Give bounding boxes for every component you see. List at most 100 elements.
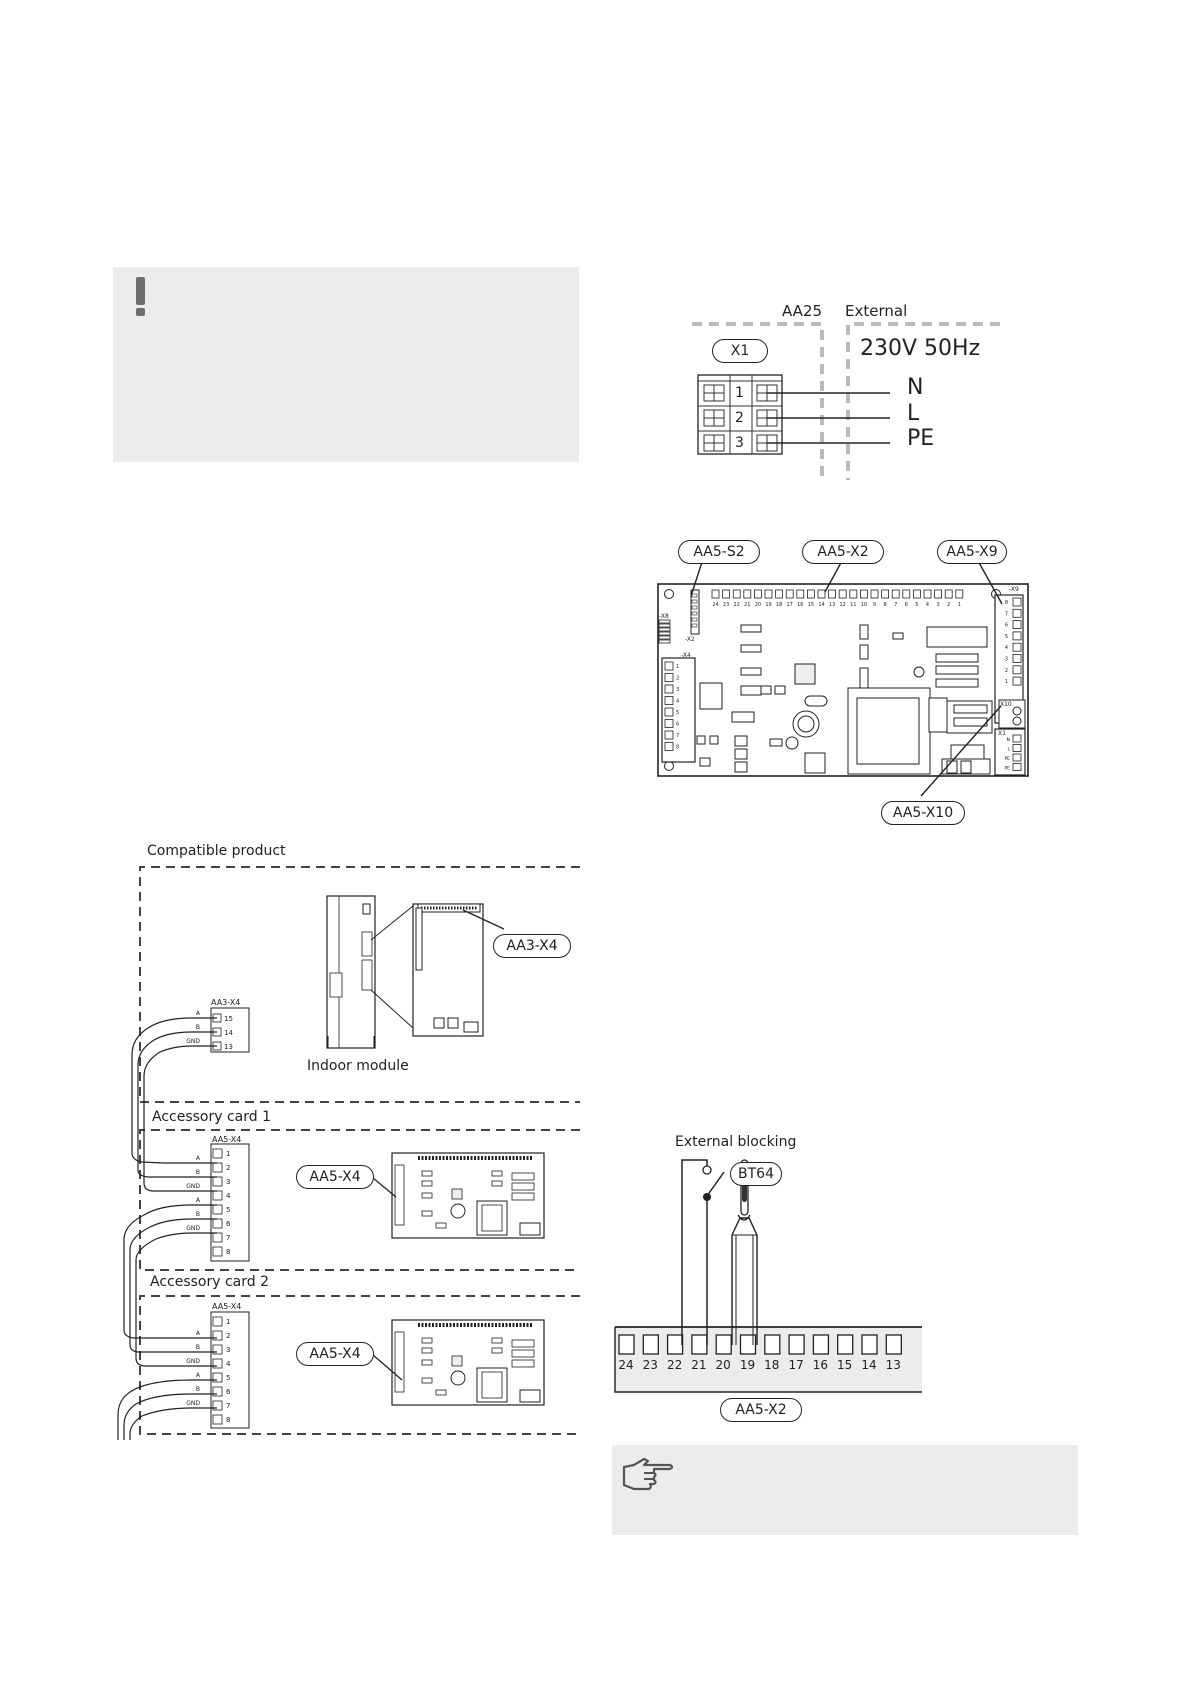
x1-pin-label: N	[1007, 737, 1010, 743]
x9-pin-label: 2	[1005, 668, 1008, 674]
x2-bottom-terminal	[715, 1334, 732, 1355]
signal-label: A	[196, 1010, 201, 1017]
x2-terminal	[902, 589, 911, 599]
s2-switch	[691, 593, 698, 598]
accessory-card-1-label: Accessory card 1	[152, 1109, 272, 1125]
x2-bottom-pin-label: 18	[764, 1358, 779, 1372]
bt64-callout: BT64	[730, 1162, 782, 1186]
s2-switch	[691, 617, 698, 622]
x2-pin-label: 9	[873, 602, 876, 608]
x9-pin-label: 4	[1005, 645, 1008, 651]
signal-label: B	[196, 1169, 200, 1176]
aa5-x2-bottom-callout: AA5-X2	[720, 1398, 802, 1422]
x2-pin-label: 17	[787, 602, 793, 608]
header-x10: X10	[1000, 701, 1012, 708]
x2-pin-label: 23	[723, 602, 729, 608]
x2-bottom-terminal	[885, 1334, 902, 1355]
aa5-x4-small-label-1: AA5-X4	[212, 1135, 242, 1144]
aa5-x4-terminal	[212, 1162, 223, 1173]
x2-terminal	[785, 589, 794, 599]
x2-pin-label: 13	[829, 602, 835, 608]
x2-terminal	[722, 589, 730, 599]
x8-pin	[658, 627, 671, 632]
aa5-pin-label: 6	[226, 1220, 231, 1228]
x8-pin	[658, 635, 671, 640]
s2-switch	[691, 599, 698, 604]
x1-pin-label: PE	[1004, 756, 1010, 762]
aa3-pin-label: 14	[224, 1029, 233, 1037]
x2-terminal	[838, 589, 847, 599]
x9-pin-label: 8	[1005, 600, 1008, 606]
x2-terminal	[817, 589, 826, 599]
aa5-x4-callout-2: AA5-X4	[296, 1342, 374, 1366]
x4-terminal	[664, 673, 674, 682]
x2-bottom-pin-label: 20	[716, 1358, 731, 1372]
x4-terminal	[664, 696, 674, 705]
x9-terminal	[1012, 631, 1022, 641]
header-x2: -X2	[685, 636, 695, 643]
x2-bottom-terminal	[812, 1334, 830, 1355]
aa5-pin-label: 2	[226, 1164, 230, 1172]
x2-terminal	[870, 589, 879, 599]
aa5-x2-callout: AA5-X2	[802, 540, 884, 564]
s2-switch	[691, 605, 698, 610]
x4-pin-label: 8	[676, 745, 679, 751]
x2-terminal	[764, 589, 773, 599]
x2-terminal	[912, 589, 921, 599]
x2-terminal	[881, 589, 890, 599]
x4-pin-label: 1	[676, 664, 679, 670]
aa5-x4-callout-1: AA5-X4	[296, 1165, 374, 1189]
pointing-hand-icon	[622, 1457, 674, 1491]
signal-label: GND	[186, 1358, 200, 1365]
x2-terminal	[711, 589, 720, 599]
x2-pin-label: 18	[776, 602, 782, 608]
x2-pin-label: 15	[808, 602, 814, 608]
aa5-x4-terminal	[212, 1218, 223, 1229]
x4-pin-label: 6	[676, 722, 679, 728]
x9-pin-label: 5	[1005, 634, 1008, 640]
x2-bottom-terminal	[618, 1334, 635, 1355]
x2-bottom-pin-label: 14	[861, 1358, 876, 1372]
x2-terminal	[775, 589, 783, 599]
aa5-x4-terminal	[212, 1246, 223, 1257]
x9-pin-label: 1	[1005, 679, 1008, 685]
x2-bottom-terminal	[788, 1334, 805, 1355]
x2-terminal	[944, 589, 953, 599]
x4-terminal	[664, 742, 674, 751]
signal-label: A	[196, 1330, 201, 1337]
aa5-pin-label: 4	[226, 1360, 231, 1368]
x2-bottom-terminal	[739, 1334, 757, 1355]
x2-terminal	[732, 589, 741, 599]
aa5-x4-terminal	[212, 1232, 223, 1243]
x9-pin-label: 7	[1005, 611, 1008, 617]
external-label: External	[845, 302, 908, 320]
x2-pin-label: 12	[840, 602, 846, 608]
x2-bottom-pin-label: 15	[837, 1358, 852, 1372]
x1-pin-label: PE	[1004, 766, 1010, 772]
indoor-module-label: Indoor module	[307, 1058, 409, 1074]
aa5-x4-terminal	[212, 1316, 223, 1327]
x2-bottom-pin-label: 23	[643, 1358, 658, 1372]
compatible-product-label: Compatible product	[147, 843, 286, 859]
x4-pin-label: 2	[676, 676, 679, 682]
x2-terminal	[796, 589, 805, 599]
x2-bottom-pin-label: 17	[788, 1358, 803, 1372]
x9-terminal	[1012, 597, 1022, 607]
x8-pin	[658, 623, 671, 628]
x2-pin-label: 21	[744, 602, 750, 608]
s2-switch	[691, 623, 698, 628]
x2-terminal	[806, 589, 815, 599]
x2-pin-label: 20	[755, 602, 761, 608]
x2-pin-label: 3	[937, 602, 940, 608]
x2-pin-label: 22	[734, 602, 740, 608]
x4-pin-label: 7	[676, 733, 679, 739]
aa5-x4-terminal	[212, 1176, 223, 1187]
signal-label: A	[196, 1372, 201, 1379]
x4-pin-label: 4	[676, 699, 679, 705]
aa5-pin-label: 5	[226, 1206, 230, 1214]
x2-pin-label: 4	[926, 602, 929, 608]
x4-terminal	[664, 730, 674, 740]
x4-pin-label: 5	[676, 710, 679, 716]
